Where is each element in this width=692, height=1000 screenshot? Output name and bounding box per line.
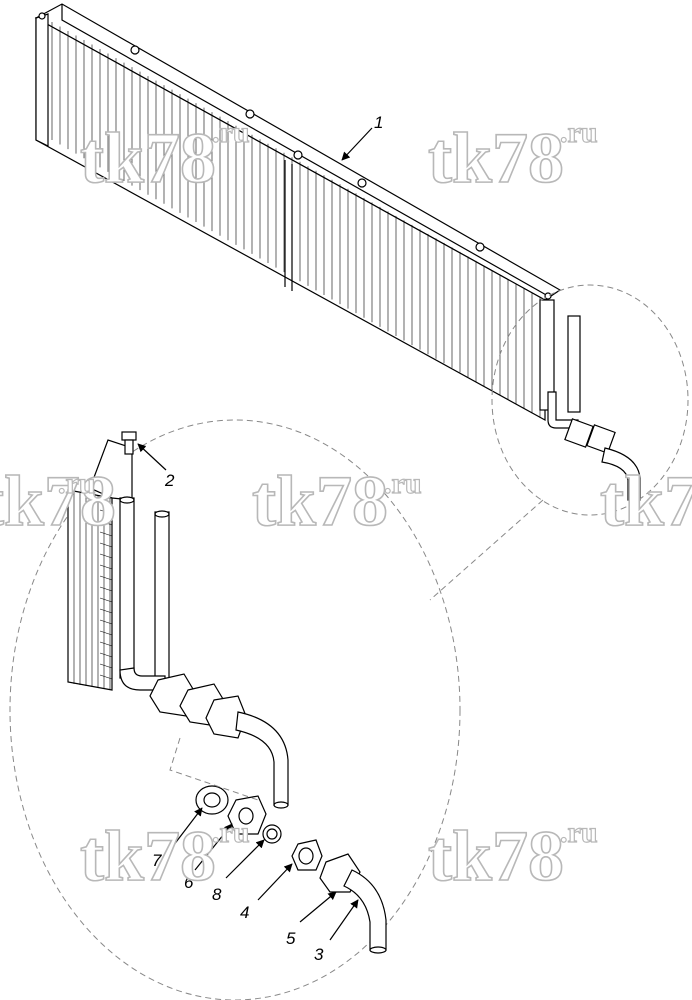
svg-text:tk78: tk78: [600, 461, 692, 541]
callout-6: 6: [184, 873, 194, 892]
detail-zoom-circle: [491, 284, 689, 516]
svg-text:.ru: .ru: [212, 816, 250, 849]
detail-core: [67, 489, 113, 691]
watermark-logo: tk78 .ru: [0, 460, 117, 542]
watermark-logo: tk78: [599, 460, 692, 542]
callout-8: 8: [212, 885, 222, 904]
callout-1: 1: [374, 113, 383, 132]
detail-connector: [429, 499, 544, 601]
svg-text:tk78: tk78: [80, 816, 216, 896]
svg-text:.ru: .ru: [384, 467, 422, 500]
watermark-logo: tk78 .ru: [79, 115, 250, 198]
callout-3: 3: [314, 945, 324, 964]
svg-text:.ru: .ru: [212, 116, 250, 149]
radiator-core: [35, 16, 546, 422]
detail-view: [9, 419, 461, 1000]
svg-text:tk78: tk78: [428, 816, 564, 896]
svg-text:.ru: .ru: [58, 467, 96, 500]
callout-labels: 1 2 3 4 5 6 7 8: [152, 113, 383, 964]
callout-5: 5: [286, 929, 296, 948]
detail-inlet-pipe: [119, 497, 135, 679]
callout-leaders: [137, 127, 373, 941]
watermark-logo: tk78 .ru: [427, 115, 598, 198]
callout-7: 7: [152, 851, 162, 870]
svg-text:.ru: .ru: [560, 816, 598, 849]
callout-4: 4: [240, 903, 249, 922]
watermark-logo: tk78 .ru: [79, 815, 250, 897]
radiator-assembly: [34, 3, 689, 516]
svg-text:tk78: tk78: [80, 118, 216, 198]
bolt-part-2: [121, 431, 137, 455]
svg-text:tk78: tk78: [428, 118, 564, 198]
detail-outlet-pipe: [235, 711, 289, 806]
watermark-logo: tk78 .ru: [251, 460, 422, 542]
svg-text:tk78: tk78: [252, 461, 388, 541]
radiator-outlet-pipe: [539, 299, 641, 501]
detail-view-circle: [9, 419, 461, 1000]
watermark-logo: tk78 .ru: [427, 815, 598, 897]
callout-2: 2: [164, 471, 175, 490]
mounting-bracket: [89, 439, 133, 501]
mounting-bracket-icon: [38, 12, 552, 300]
svg-text:.ru: .ru: [560, 116, 598, 149]
radiator-fins: [51, 22, 541, 418]
svg-text:tk78: tk78: [0, 461, 116, 541]
watermark-group: tk78 .ru tk78 .ru tk78 .ru tk78 .ru tk78…: [0, 115, 692, 897]
